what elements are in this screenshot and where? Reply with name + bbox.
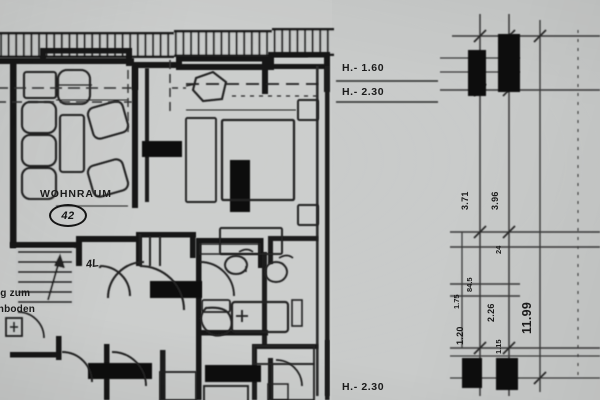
dimension-3-96: 3.96 bbox=[490, 191, 500, 210]
dimension-11-99: 11.99 bbox=[520, 301, 534, 334]
height-note-160: H.- 1.60 bbox=[342, 62, 385, 74]
height-note-230-bottom: H.- 2.30 bbox=[342, 381, 385, 393]
stair-note-line-1: ng zum bbox=[0, 288, 31, 299]
right-wall-continuation bbox=[325, 340, 330, 400]
door-mark-label: 4L bbox=[85, 257, 100, 271]
dimension-1-75: 1.75 bbox=[452, 294, 461, 309]
room-label-wohnraum: WOHNRAUM bbox=[40, 188, 112, 200]
dimension-24: 24 bbox=[494, 245, 503, 254]
dimension-1-20: 1.20 bbox=[455, 326, 465, 345]
dimension-2-26: 2.26 bbox=[486, 303, 496, 322]
stair-note-line-2: enboden bbox=[0, 304, 36, 315]
room-number-badge: 42 bbox=[49, 204, 87, 227]
dimension-3-71: 3.71 bbox=[460, 191, 470, 210]
height-note-230-top: H.- 2.30 bbox=[342, 86, 385, 98]
dimension-1-15: 1.15 bbox=[494, 339, 503, 354]
dimension-84-5: 84.5 bbox=[465, 277, 474, 292]
